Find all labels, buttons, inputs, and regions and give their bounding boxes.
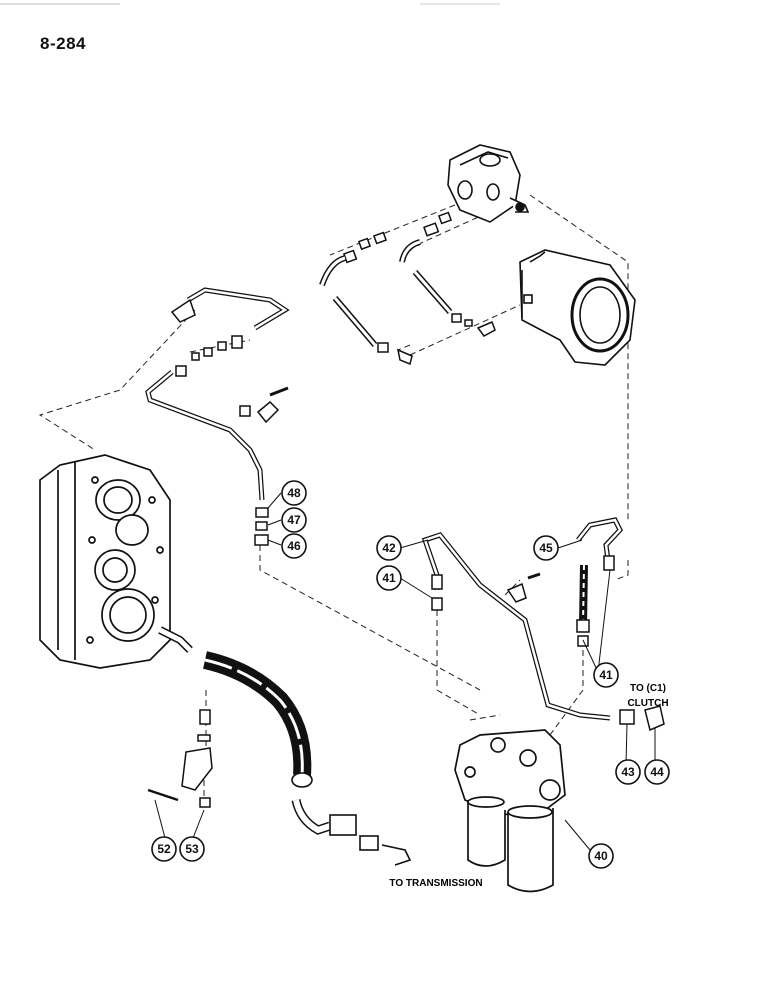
callout-41-left: 41 [376,565,402,591]
callout-43: 43 [615,759,641,785]
label-to-transmission: TO TRANSMISSION [389,878,482,889]
callout-44: 44 [644,759,670,785]
upper-fittings [319,211,496,366]
tubes-right [421,517,665,732]
svg-text:48: 48 [287,486,301,500]
svg-text:46: 46 [287,539,301,553]
label-clutch: CLUTCH [627,698,668,709]
svg-text:42: 42 [382,541,396,555]
label-to-c1: TO (C1) [630,683,666,694]
callout-41-right: 41 [593,662,619,688]
svg-text:47: 47 [287,513,301,527]
callout-52: 52 [151,836,177,862]
dashed-leaders [38,194,629,800]
control-valve [447,144,530,223]
callout-46: 46 [281,533,307,559]
callout-53: 53 [179,836,205,862]
svg-text:52: 52 [157,842,171,856]
filter-assembly [454,729,566,893]
svg-text:41: 41 [599,668,613,682]
callout-40: 40 [588,843,614,869]
clutch-housing [519,249,636,366]
callout-47: 47 [281,507,307,533]
bolt-clip [239,386,289,424]
svg-text:41: 41 [382,571,396,585]
hose [158,626,412,866]
page-number: 8-284 [40,34,86,53]
upper-left-tube [145,287,290,501]
svg-text:40: 40 [594,849,608,863]
callout-48: 48 [281,480,307,506]
callouts: 48 47 46 42 41 45 41 43 44 40 52 53 [151,480,670,869]
svg-text:44: 44 [650,765,664,779]
callout-45: 45 [533,535,559,561]
svg-text:45: 45 [539,541,553,555]
svg-text:53: 53 [185,842,199,856]
svg-text:43: 43 [621,765,635,779]
callout-42: 42 [376,535,402,561]
callout-leaders [154,492,656,851]
fittings-46-48 [254,507,269,546]
gear-case [39,454,171,669]
bracket [147,709,213,808]
